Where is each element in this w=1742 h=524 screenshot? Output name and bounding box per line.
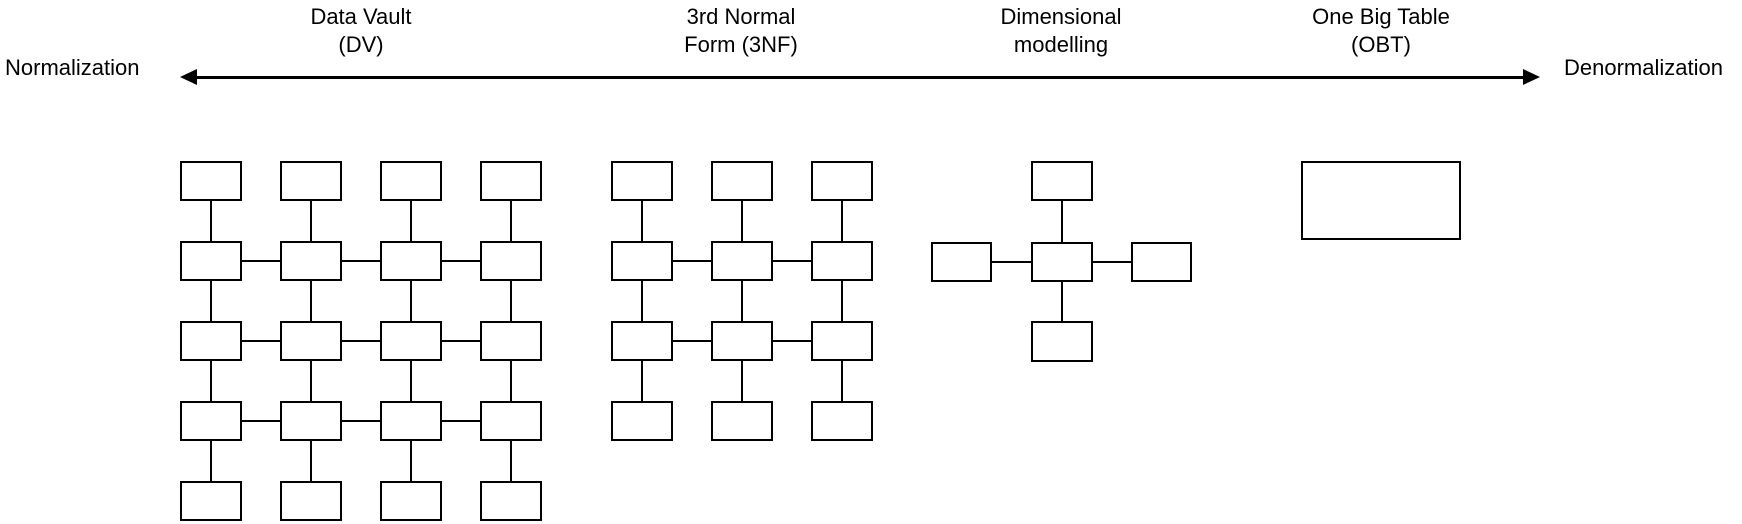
dimensional-star-schema-dimension-box: [1131, 242, 1192, 282]
third-normal-form-schema-connector: [841, 201, 843, 241]
third-normal-form-schema-box: [611, 401, 673, 441]
data-vault-schema-box: [480, 321, 542, 361]
data-vault-schema-box: [480, 401, 542, 441]
normalization-label: Normalization: [5, 55, 140, 80]
third-normal-form-schema-connector: [841, 281, 843, 321]
third-normal-form-schema-box: [711, 321, 773, 361]
data-vault-schema-box: [180, 321, 242, 361]
data-vault-schema-connector: [510, 281, 512, 321]
data-vault-schema-connector: [210, 441, 212, 481]
data-vault-schema-connector: [410, 361, 412, 401]
denormalization-label: Denormalization: [1564, 55, 1723, 80]
data-vault-schema-connector: [410, 281, 412, 321]
third-normal-form-schema-box: [811, 401, 873, 441]
data-vault-schema-box: [380, 401, 442, 441]
dimensional-star-schema-connector: [1061, 282, 1063, 321]
approach-title-line: 3rd Normal: [686, 4, 796, 29]
third-normal-form-schema-connector: [641, 201, 643, 241]
data-vault-schema-connector: [310, 361, 312, 401]
arrow-head-left-icon: [180, 69, 197, 85]
third-normal-form-schema-box: [711, 241, 773, 281]
third-normal-form-schema-connector: [641, 361, 643, 401]
approach-title-3nf: 3rd Normal Form (3NF): [591, 3, 891, 59]
data-vault-schema-connector: [510, 361, 512, 401]
third-normal-form-schema-box: [611, 161, 673, 201]
data-vault-schema-box: [380, 241, 442, 281]
approach-title-data-vault: Data Vault (DV): [211, 3, 511, 59]
data-vault-schema-connector: [442, 420, 480, 422]
data-vault-schema-connector: [442, 260, 480, 262]
data-vault-schema-connector: [210, 201, 212, 241]
data-vault-schema-box: [380, 161, 442, 201]
third-normal-form-schema-connector: [773, 260, 811, 262]
third-normal-form-schema-connector: [673, 260, 711, 262]
data-vault-schema-connector: [342, 340, 380, 342]
third-normal-form-schema-box: [711, 161, 773, 201]
third-normal-form-schema-box: [811, 161, 873, 201]
approach-title-obt: One Big Table (OBT): [1231, 3, 1531, 59]
approach-title-line: Form (3NF): [684, 32, 798, 57]
arrow-head-right-icon: [1523, 69, 1540, 85]
data-vault-schema-box: [480, 481, 542, 521]
third-normal-form-schema-box: [711, 401, 773, 441]
data-vault-schema-box: [180, 241, 242, 281]
data-vault-schema-connector: [342, 420, 380, 422]
approach-title-line: (DV): [338, 32, 384, 57]
third-normal-form-schema-box: [811, 241, 873, 281]
third-normal-form-schema-connector: [741, 361, 743, 401]
dimensional-star-schema-fact-box: [1031, 242, 1093, 282]
approach-title-line: modelling: [1013, 32, 1109, 57]
third-normal-form-schema-connector: [773, 340, 811, 342]
dimensional-star-schema-connector: [1061, 201, 1063, 242]
data-vault-schema-connector: [242, 420, 280, 422]
one-big-table-schema-box: [1301, 161, 1461, 240]
dimensional-star-schema-dimension-box: [1031, 321, 1093, 362]
data-vault-schema-box: [280, 161, 342, 201]
data-vault-schema-box: [280, 241, 342, 281]
data-vault-schema-box: [480, 241, 542, 281]
data-vault-schema-box: [480, 161, 542, 201]
data-vault-schema-connector: [410, 201, 412, 241]
data-vault-schema-connector: [310, 201, 312, 241]
approach-title-line: (OBT): [1351, 32, 1411, 57]
third-normal-form-schema-connector: [673, 340, 711, 342]
data-vault-schema-connector: [310, 441, 312, 481]
data-vault-schema-connector: [210, 281, 212, 321]
approach-title-line: Dimensional: [1000, 4, 1122, 29]
third-normal-form-schema-connector: [641, 281, 643, 321]
approach-title-line: One Big Table: [1312, 4, 1450, 29]
third-normal-form-schema-box: [811, 321, 873, 361]
data-vault-schema-connector: [210, 361, 212, 401]
dimensional-star-schema-dimension-box: [931, 242, 992, 282]
data-vault-schema-box: [180, 161, 242, 201]
data-vault-schema-connector: [242, 340, 280, 342]
approach-title-dimensional: Dimensional modelling: [911, 3, 1211, 59]
dimensional-star-schema-connector: [1093, 261, 1131, 263]
third-normal-form-schema-box: [611, 321, 673, 361]
data-vault-schema-box: [380, 481, 442, 521]
data-vault-schema-box: [280, 401, 342, 441]
data-vault-schema-connector: [510, 201, 512, 241]
third-normal-form-schema-connector: [841, 361, 843, 401]
data-vault-schema-connector: [510, 441, 512, 481]
data-vault-schema-box: [280, 321, 342, 361]
data-vault-schema-box: [380, 321, 442, 361]
approach-title-line: Data Vault: [310, 4, 412, 29]
dimensional-star-schema-connector: [992, 261, 1031, 263]
data-vault-schema-connector: [242, 260, 280, 262]
data-vault-schema-connector: [410, 441, 412, 481]
data-vault-schema-connector: [342, 260, 380, 262]
third-normal-form-schema-connector: [741, 281, 743, 321]
data-vault-schema-box: [180, 481, 242, 521]
third-normal-form-schema-connector: [741, 201, 743, 241]
data-vault-schema-connector: [310, 281, 312, 321]
dimensional-star-schema-dimension-box: [1031, 161, 1093, 201]
spectrum-arrow-line: [195, 76, 1525, 79]
data-vault-schema-connector: [442, 340, 480, 342]
data-vault-schema-box: [280, 481, 342, 521]
third-normal-form-schema-box: [611, 241, 673, 281]
data-vault-schema-box: [180, 401, 242, 441]
